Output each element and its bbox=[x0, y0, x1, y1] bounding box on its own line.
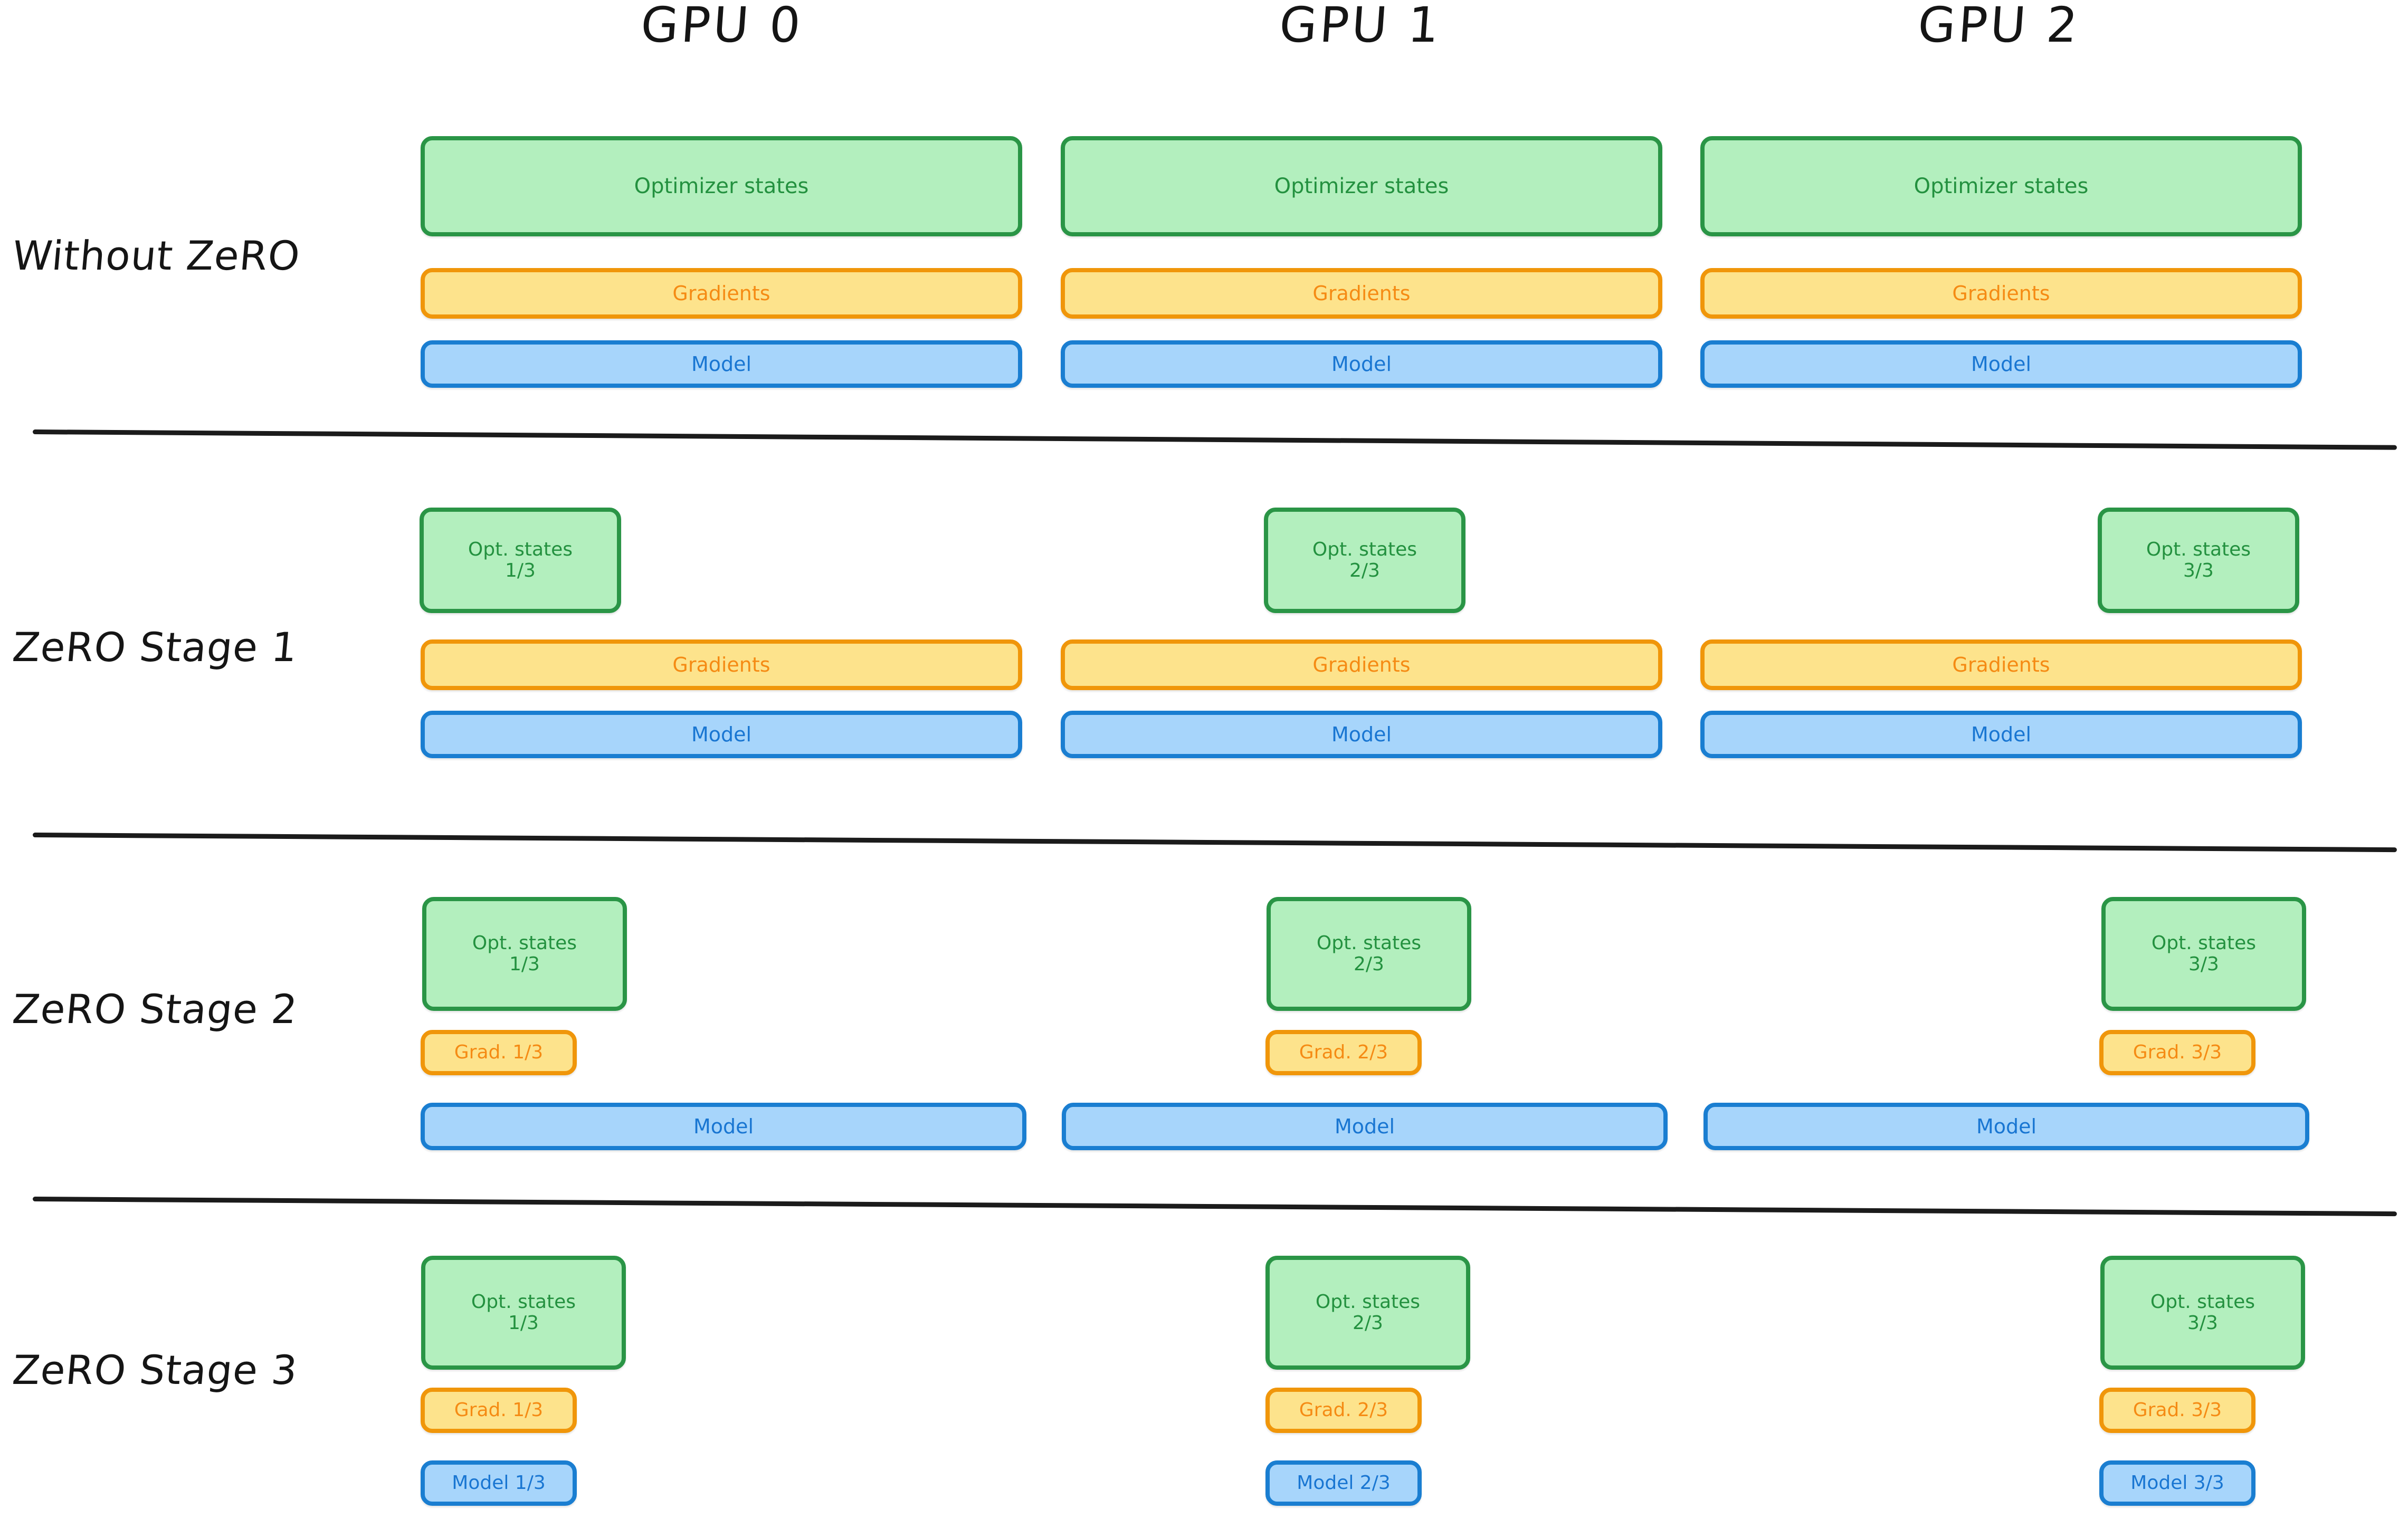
stage-label-without-zero: Without ZeRO bbox=[11, 232, 302, 279]
stage-label-zero-stage-2: ZeRO Stage 2 bbox=[11, 986, 300, 1033]
box-gradients-gpu0-without-zero: Gradients bbox=[421, 268, 1022, 319]
box-gradients-gpu1-zero-stage-2: Grad. 2/3 bbox=[1265, 1030, 1422, 1075]
box-gradients-gpu1-zero-stage-3: Grad. 2/3 bbox=[1265, 1388, 1422, 1433]
box-model-gpu0-zero-stage-1: Model bbox=[421, 711, 1022, 758]
box-model-gpu0-zero-stage-2: Model bbox=[421, 1103, 1026, 1150]
box-optimizer-states-gpu0-zero-stage-2: Opt. states 1/3 bbox=[422, 897, 627, 1011]
box-optimizer-states-gpu2-without-zero: Optimizer states bbox=[1700, 136, 2302, 236]
box-model-gpu2-zero-stage-1: Model bbox=[1700, 711, 2302, 758]
box-model-gpu1-zero-stage-2: Model bbox=[1062, 1103, 1668, 1150]
section-divider-1 bbox=[32, 429, 2397, 450]
box-gradients-gpu2-without-zero: Gradients bbox=[1700, 268, 2302, 319]
box-gradients-gpu2-zero-stage-1: Gradients bbox=[1700, 639, 2302, 690]
gpu-header-gpu2: GPU 2 bbox=[1916, 0, 2082, 53]
stage-label-zero-stage-1: ZeRO Stage 1 bbox=[11, 624, 300, 671]
box-model-gpu0-zero-stage-3: Model 1/3 bbox=[421, 1460, 577, 1506]
box-optimizer-states-gpu2-zero-stage-1: Opt. states 3/3 bbox=[2098, 508, 2299, 613]
box-optimizer-states-gpu1-without-zero: Optimizer states bbox=[1061, 136, 1662, 236]
box-optimizer-states-gpu1-zero-stage-2: Opt. states 2/3 bbox=[1267, 897, 1471, 1011]
box-optimizer-states-gpu0-zero-stage-3: Opt. states 1/3 bbox=[421, 1256, 626, 1370]
section-divider-3 bbox=[32, 1197, 2397, 1217]
box-gradients-gpu0-zero-stage-3: Grad. 1/3 bbox=[421, 1388, 577, 1433]
box-optimizer-states-gpu1-zero-stage-3: Opt. states 2/3 bbox=[1265, 1256, 1470, 1370]
box-optimizer-states-gpu2-zero-stage-2: Opt. states 3/3 bbox=[2101, 897, 2306, 1011]
box-optimizer-states-gpu0-zero-stage-1: Opt. states 1/3 bbox=[420, 508, 621, 613]
box-model-gpu1-zero-stage-3: Model 2/3 bbox=[1265, 1460, 1422, 1506]
section-divider-2 bbox=[32, 833, 2397, 853]
box-model-gpu2-without-zero: Model bbox=[1700, 340, 2302, 388]
box-model-gpu1-zero-stage-1: Model bbox=[1061, 711, 1662, 758]
box-model-gpu1-without-zero: Model bbox=[1061, 340, 1662, 388]
gpu-header-gpu1: GPU 1 bbox=[1277, 0, 1444, 53]
box-gradients-gpu2-zero-stage-3: Grad. 3/3 bbox=[2099, 1388, 2255, 1433]
box-optimizer-states-gpu1-zero-stage-1: Opt. states 2/3 bbox=[1264, 508, 1465, 613]
box-optimizer-states-gpu0-without-zero: Optimizer states bbox=[421, 136, 1022, 236]
box-gradients-gpu0-zero-stage-1: Gradients bbox=[421, 639, 1022, 690]
box-model-gpu2-zero-stage-2: Model bbox=[1703, 1103, 2309, 1150]
box-gradients-gpu1-zero-stage-1: Gradients bbox=[1061, 639, 1662, 690]
stage-label-zero-stage-3: ZeRO Stage 3 bbox=[11, 1346, 300, 1393]
box-gradients-gpu1-without-zero: Gradients bbox=[1061, 268, 1662, 319]
gpu-header-gpu0: GPU 0 bbox=[639, 0, 805, 53]
box-model-gpu2-zero-stage-3: Model 3/3 bbox=[2099, 1460, 2255, 1506]
gpu-header-row: GPU 0 GPU 1 GPU 2 bbox=[0, 0, 2408, 69]
box-gradients-gpu2-zero-stage-2: Grad. 3/3 bbox=[2099, 1030, 2255, 1075]
box-gradients-gpu0-zero-stage-2: Grad. 1/3 bbox=[421, 1030, 577, 1075]
box-model-gpu0-without-zero: Model bbox=[421, 340, 1022, 388]
box-optimizer-states-gpu2-zero-stage-3: Opt. states 3/3 bbox=[2100, 1256, 2305, 1370]
